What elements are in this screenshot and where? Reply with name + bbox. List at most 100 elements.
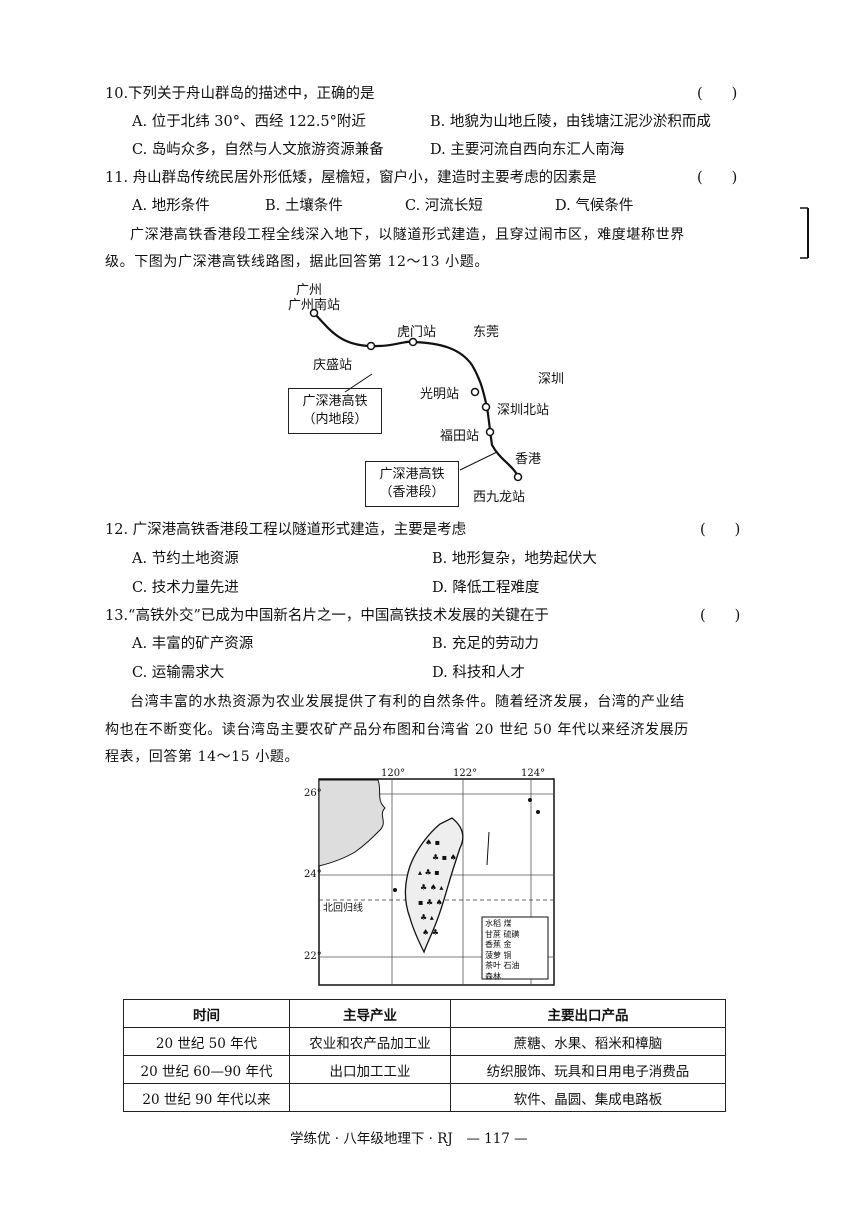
legend-tea: 茶叶 [485, 961, 501, 970]
header-export-products: 主要出口产品 [450, 999, 726, 1028]
station-guangming [470, 387, 480, 397]
q10-option-d[interactable]: D. 主要河流自西向东汇人南海 [430, 142, 625, 158]
station-shenzhen-north [481, 402, 491, 412]
legend-oil: 石油 [503, 961, 520, 970]
label-shenzhen-north: 深圳北站 [497, 403, 550, 418]
table-row: 20 世纪 60—90 年代 出口加工工业 纺织服饰、玩具和日用电子消费品 [123, 1055, 726, 1084]
station-qingsheng [366, 341, 376, 351]
q11-option-c[interactable]: C. 河流长短 [405, 198, 483, 214]
svg-text:♠ ♣: ♠ ♣ [422, 928, 439, 937]
label-humen: 虎门站 [397, 325, 437, 340]
islet [528, 798, 532, 802]
label-box-hk: 广深港高铁 （香港段） [365, 461, 459, 507]
lat-label-24: 24° [304, 869, 322, 880]
q11-stem: 11. 舟山群岛传统民居外形低矮，屋檐短，窗户小，建造时主要考虑的因素是 [105, 170, 597, 186]
label-box-mainland: 广深港高铁 （内地段） [288, 388, 382, 434]
label-shenzhen: 深圳 [538, 372, 565, 387]
station-west-kowloon [513, 472, 523, 482]
label-futian: 福田站 [440, 429, 480, 444]
intro-taiwan-line2: 构也在不断变化。读台湾岛主要农矿产品分布图和台湾省 20 世纪 50 年代以来经… [105, 722, 689, 738]
station-humen [408, 337, 418, 347]
table-row: 20 世纪 90 年代以来 软件、晶圆、集成电路板 [123, 1083, 726, 1112]
q11-answer-paren[interactable]: ( ) [697, 170, 738, 186]
q13-stem: 13.“高铁外交”已成为中国新名片之一，中国高铁技术发展的关键在于 [105, 608, 549, 624]
cell-exports: 软件、晶圆、集成电路板 [450, 1083, 726, 1112]
lat-label-26: 26° [304, 788, 322, 799]
islet [536, 810, 540, 814]
label-guangzhou: 广州 [296, 283, 323, 298]
label-guangming: 光明站 [420, 387, 460, 402]
q11-option-d[interactable]: D. 气候条件 [555, 198, 634, 214]
q13-option-b[interactable]: B. 充足的劳动力 [432, 636, 539, 652]
table-header-row: 时间 主导产业 主要出口产品 [123, 999, 726, 1028]
q12-answer-paren[interactable]: ( ) [700, 522, 741, 538]
taiwan-island [404, 817, 464, 954]
legend-gold: 金 [503, 940, 512, 949]
lon-label-120: 120° [381, 768, 406, 779]
cell-industry-blank[interactable] [289, 1083, 451, 1112]
box-mainland-line1: 广深港高铁 [302, 394, 368, 409]
q13-option-c[interactable]: C. 运输需求大 [132, 665, 225, 681]
leader-line-mainland [344, 373, 373, 393]
legend-sugarcane: 甘蔗 [485, 929, 501, 939]
q10-option-c[interactable]: C. 岛屿众多，自然与人文旅游资源兼备 [132, 142, 384, 158]
svg-text:♠ ▪: ♠ ▪ [425, 838, 440, 847]
product-symbols: ♠ ▪ ♣ ▪ ♠ ▴ ♣ ▪ ♣ ♠ ▴ ▪ ♣ ♠ ♣ ▴ ♠ ♣ [418, 838, 457, 937]
label-guangzhou-south: 广州南站 [288, 298, 341, 313]
svg-text:▴ ♣ ▪: ▴ ♣ ▪ [418, 868, 440, 877]
box-hk-line2: （香港段） [379, 485, 445, 500]
q13-option-a[interactable]: A. 丰富的矿产资源 [132, 636, 254, 652]
cell-time: 20 世纪 90 年代以来 [123, 1083, 290, 1112]
svg-text:♣ ▪ ♠: ♣ ▪ ♠ [432, 853, 457, 862]
q10-answer-paren[interactable]: ( ) [697, 86, 738, 102]
q13-option-d[interactable]: D. 科技和人才 [432, 665, 525, 681]
q12-option-d[interactable]: D. 降低工程难度 [432, 580, 540, 596]
label-qingsheng: 庆盛站 [313, 358, 353, 373]
station-futian [485, 427, 495, 437]
intro-taiwan-line3: 程表，回答第 14～15 小题。 [105, 749, 300, 765]
legend-rice: 水稻 [485, 919, 501, 928]
table-row: 20 世纪 50 年代 农业和农产品加工业 蔗糖、水果、稻米和樟脑 [123, 1027, 726, 1056]
intro-rail-line1: 广深港高铁香港段工程全线深入地下，以隧道形式建造，且穿过闹市区，难度堪称世界 [130, 227, 685, 243]
q12-option-c[interactable]: C. 技术力量先进 [132, 580, 239, 596]
legend-coal: 煤 [503, 919, 512, 928]
taiwan-economy-table: 时间 主导产业 主要出口产品 20 世纪 50 年代 农业和农产品加工业 蔗糖、… [123, 999, 726, 1112]
q12-stem: 12. 广深港高铁香港段工程以隧道形式建造，主要是考虑 [105, 522, 467, 538]
svg-text:♣ ▴: ♣ ▴ [420, 913, 434, 922]
station-guangzhou-south [309, 308, 319, 318]
legend-sulfur: 硫磺 [503, 929, 520, 939]
q10-option-a[interactable]: A. 位于北纬 30°、西经 122.5°附近 [132, 114, 366, 130]
q12-option-b[interactable]: B. 地形复杂，地势起伏大 [432, 551, 597, 567]
q11-option-a[interactable]: A. 地形条件 [132, 198, 210, 214]
legend-pineapple: 菠萝 [485, 950, 501, 960]
map-marker-line [486, 831, 490, 866]
label-hongkong: 香港 [515, 452, 542, 467]
box-mainland-line2: （内地段） [302, 412, 368, 427]
map-legend-box [481, 916, 549, 980]
svg-text:♣ ♠ ▴: ♣ ♠ ▴ [420, 883, 443, 892]
legend-forest: 森林 [485, 971, 501, 981]
intro-rail-line2: 级。下图为广深港高铁线路图，据此回答第 12～13 小题。 [105, 254, 489, 270]
intro-taiwan-line1: 台湾丰富的水热资源为农业发展提供了有利的自然条件。随着经济发展，台湾的产业结 [130, 694, 685, 710]
q10-option-b[interactable]: B. 地貌为山地丘陵，由钱塘江泥沙淤积而成 [430, 114, 711, 130]
box-hk-line1: 广深港高铁 [379, 467, 445, 482]
legend-banana: 香蕉 [485, 940, 501, 949]
islet-penghu [393, 888, 397, 892]
mainland-fujian [318, 779, 386, 867]
page-footer: 学练优 · 八年级地理下 · RJ — 117 — [290, 1131, 528, 1147]
label-dongguan: 东莞 [473, 325, 500, 340]
map-legend: 水稻 煤 甘蔗 硫磺 香蕉 金 菠萝 铜 茶叶 石油 森林 [485, 919, 547, 982]
lat-label-22: 22° [304, 951, 322, 962]
lon-label-124: 124° [521, 768, 546, 779]
label-west-kowloon: 西九龙站 [473, 490, 526, 505]
q13-answer-paren[interactable]: ( ) [700, 608, 741, 624]
leader-line-hk [459, 451, 498, 471]
q11-option-b[interactable]: B. 土壤条件 [265, 198, 343, 214]
q10-stem: 10.下列关于舟山群岛的描述中，正确的是 [105, 86, 375, 102]
q12-option-a[interactable]: A. 节约土地资源 [132, 551, 239, 567]
tropic-label: 北回归线 [323, 903, 363, 914]
legend-copper: 铜 [503, 950, 512, 960]
